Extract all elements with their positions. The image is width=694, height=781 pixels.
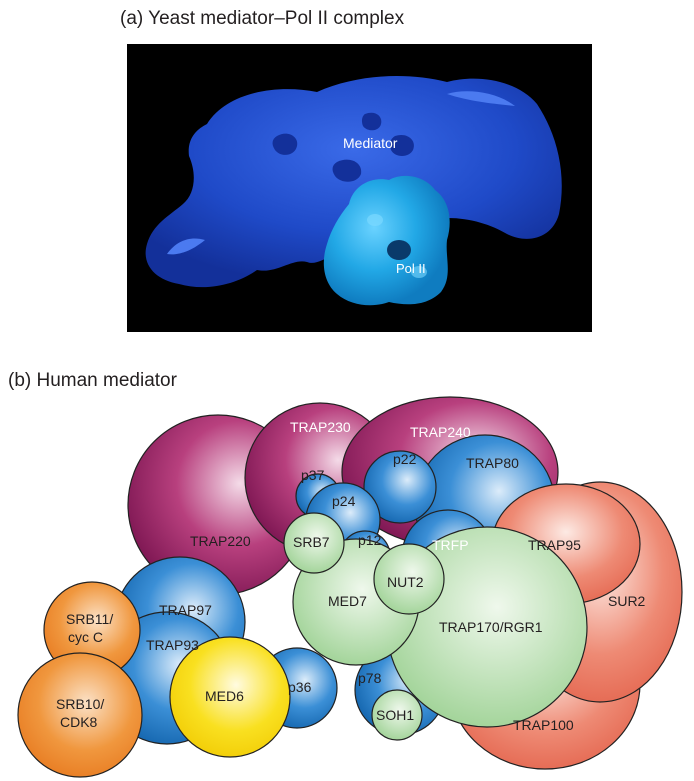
- label-trap170-rgr1: TRAP170/RGR1: [439, 619, 543, 635]
- label-trap95: TRAP95: [528, 537, 581, 553]
- yeast-mediator-pol2-em-image: Mediator Pol II: [127, 44, 592, 332]
- label-trfp: TRFP: [432, 537, 469, 553]
- label-nut2: NUT2: [387, 574, 424, 590]
- label-srb7: SRB7: [293, 534, 330, 550]
- label-trap80: TRAP80: [466, 455, 519, 471]
- label-trap230: TRAP230: [290, 419, 351, 435]
- label-p36: p36: [288, 679, 312, 695]
- label-p24: p24: [332, 493, 356, 509]
- label-trap93: TRAP93: [146, 637, 199, 653]
- label-trap97: TRAP97: [159, 602, 212, 618]
- label-med7: MED7: [328, 593, 367, 609]
- label-p12: p12: [358, 532, 382, 548]
- label-p22: p22: [393, 451, 417, 467]
- label-p78: p78: [358, 670, 382, 686]
- mediator-label: Mediator: [343, 135, 398, 151]
- human-mediator-diagram: TRAP230 TRAP240 TRAP80 p22 p37 p24 SRB7 …: [0, 360, 694, 781]
- panel-a-caption: (a) Yeast mediator–Pol II complex: [120, 8, 404, 30]
- label-trap240: TRAP240: [410, 424, 471, 440]
- label-soh1: SOH1: [376, 707, 414, 723]
- label-srb11-line2: cyc C: [68, 629, 103, 645]
- label-trap100: TRAP100: [513, 717, 574, 733]
- label-srb10-line2: CDK8: [60, 714, 98, 730]
- label-srb11-line1: SRB11/: [66, 611, 113, 627]
- pol2-label: Pol II: [396, 261, 426, 276]
- label-sur2: SUR2: [608, 593, 646, 609]
- label-trap220: TRAP220: [190, 533, 251, 549]
- label-med6: MED6: [205, 688, 244, 704]
- label-p37: p37: [301, 467, 325, 483]
- label-srb10-line1: SRB10/: [56, 696, 104, 712]
